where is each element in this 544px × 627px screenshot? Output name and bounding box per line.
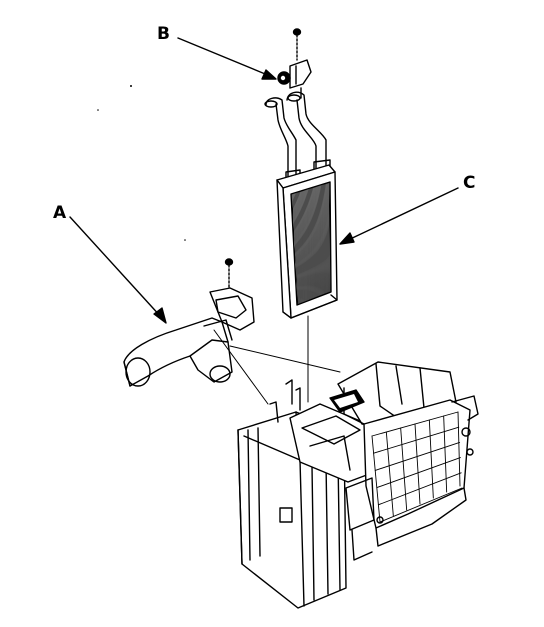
heater-core-body bbox=[277, 165, 337, 318]
leader-arrow-b bbox=[178, 38, 276, 79]
scan-specks bbox=[97, 85, 186, 241]
callout-label-a: A bbox=[53, 203, 67, 223]
heater-core-pipes bbox=[265, 92, 330, 182]
leader-arrow-a bbox=[70, 217, 166, 323]
mounting-screw-top bbox=[294, 29, 301, 60]
pipe-clamp-bracket-b bbox=[278, 60, 311, 98]
heater-unit-housing bbox=[238, 362, 478, 608]
mounting-screw-duct bbox=[226, 259, 233, 292]
callout-label-b: B bbox=[157, 24, 170, 44]
leader-arrow-c bbox=[340, 188, 458, 244]
callout-label-c: C bbox=[463, 173, 476, 193]
assembly-guide-lines bbox=[214, 316, 340, 404]
air-duct-a bbox=[124, 288, 254, 386]
